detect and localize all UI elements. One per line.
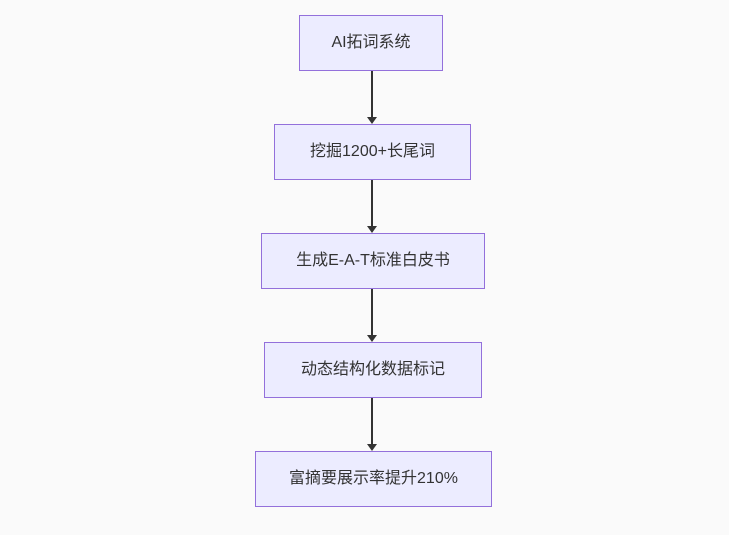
flow-node-label: 挖掘1200+长尾词 [310, 143, 435, 160]
arrow-head-icon [367, 117, 377, 124]
flow-node-label: AI拓词系统 [331, 34, 411, 51]
flow-node-ai-keyword-system: AI拓词系统 [299, 15, 443, 71]
arrow-head-icon [367, 226, 377, 233]
arrow-shaft [371, 289, 373, 335]
arrow-shaft [371, 71, 373, 117]
flow-arrow-1 [366, 71, 378, 124]
flow-arrow-2 [366, 180, 378, 233]
flow-node-label: 生成E-A-T标准白皮书 [296, 252, 450, 269]
arrow-head-icon [367, 444, 377, 451]
flow-node-eat-whitepaper: 生成E-A-T标准白皮书 [261, 233, 485, 289]
flow-node-label: 动态结构化数据标记 [300, 361, 445, 378]
flow-node-longtail-mining: 挖掘1200+长尾词 [274, 124, 471, 180]
flow-arrow-3 [366, 289, 378, 342]
flow-node-label: 富摘要展示率提升210% [289, 470, 458, 487]
flow-node-rich-snippet-result: 富摘要展示率提升210% [255, 451, 492, 507]
flow-arrow-4 [366, 398, 378, 451]
arrow-shaft [371, 398, 373, 444]
flow-node-structured-data-markup: 动态结构化数据标记 [264, 342, 482, 398]
arrow-shaft [371, 180, 373, 226]
arrow-head-icon [367, 335, 377, 342]
